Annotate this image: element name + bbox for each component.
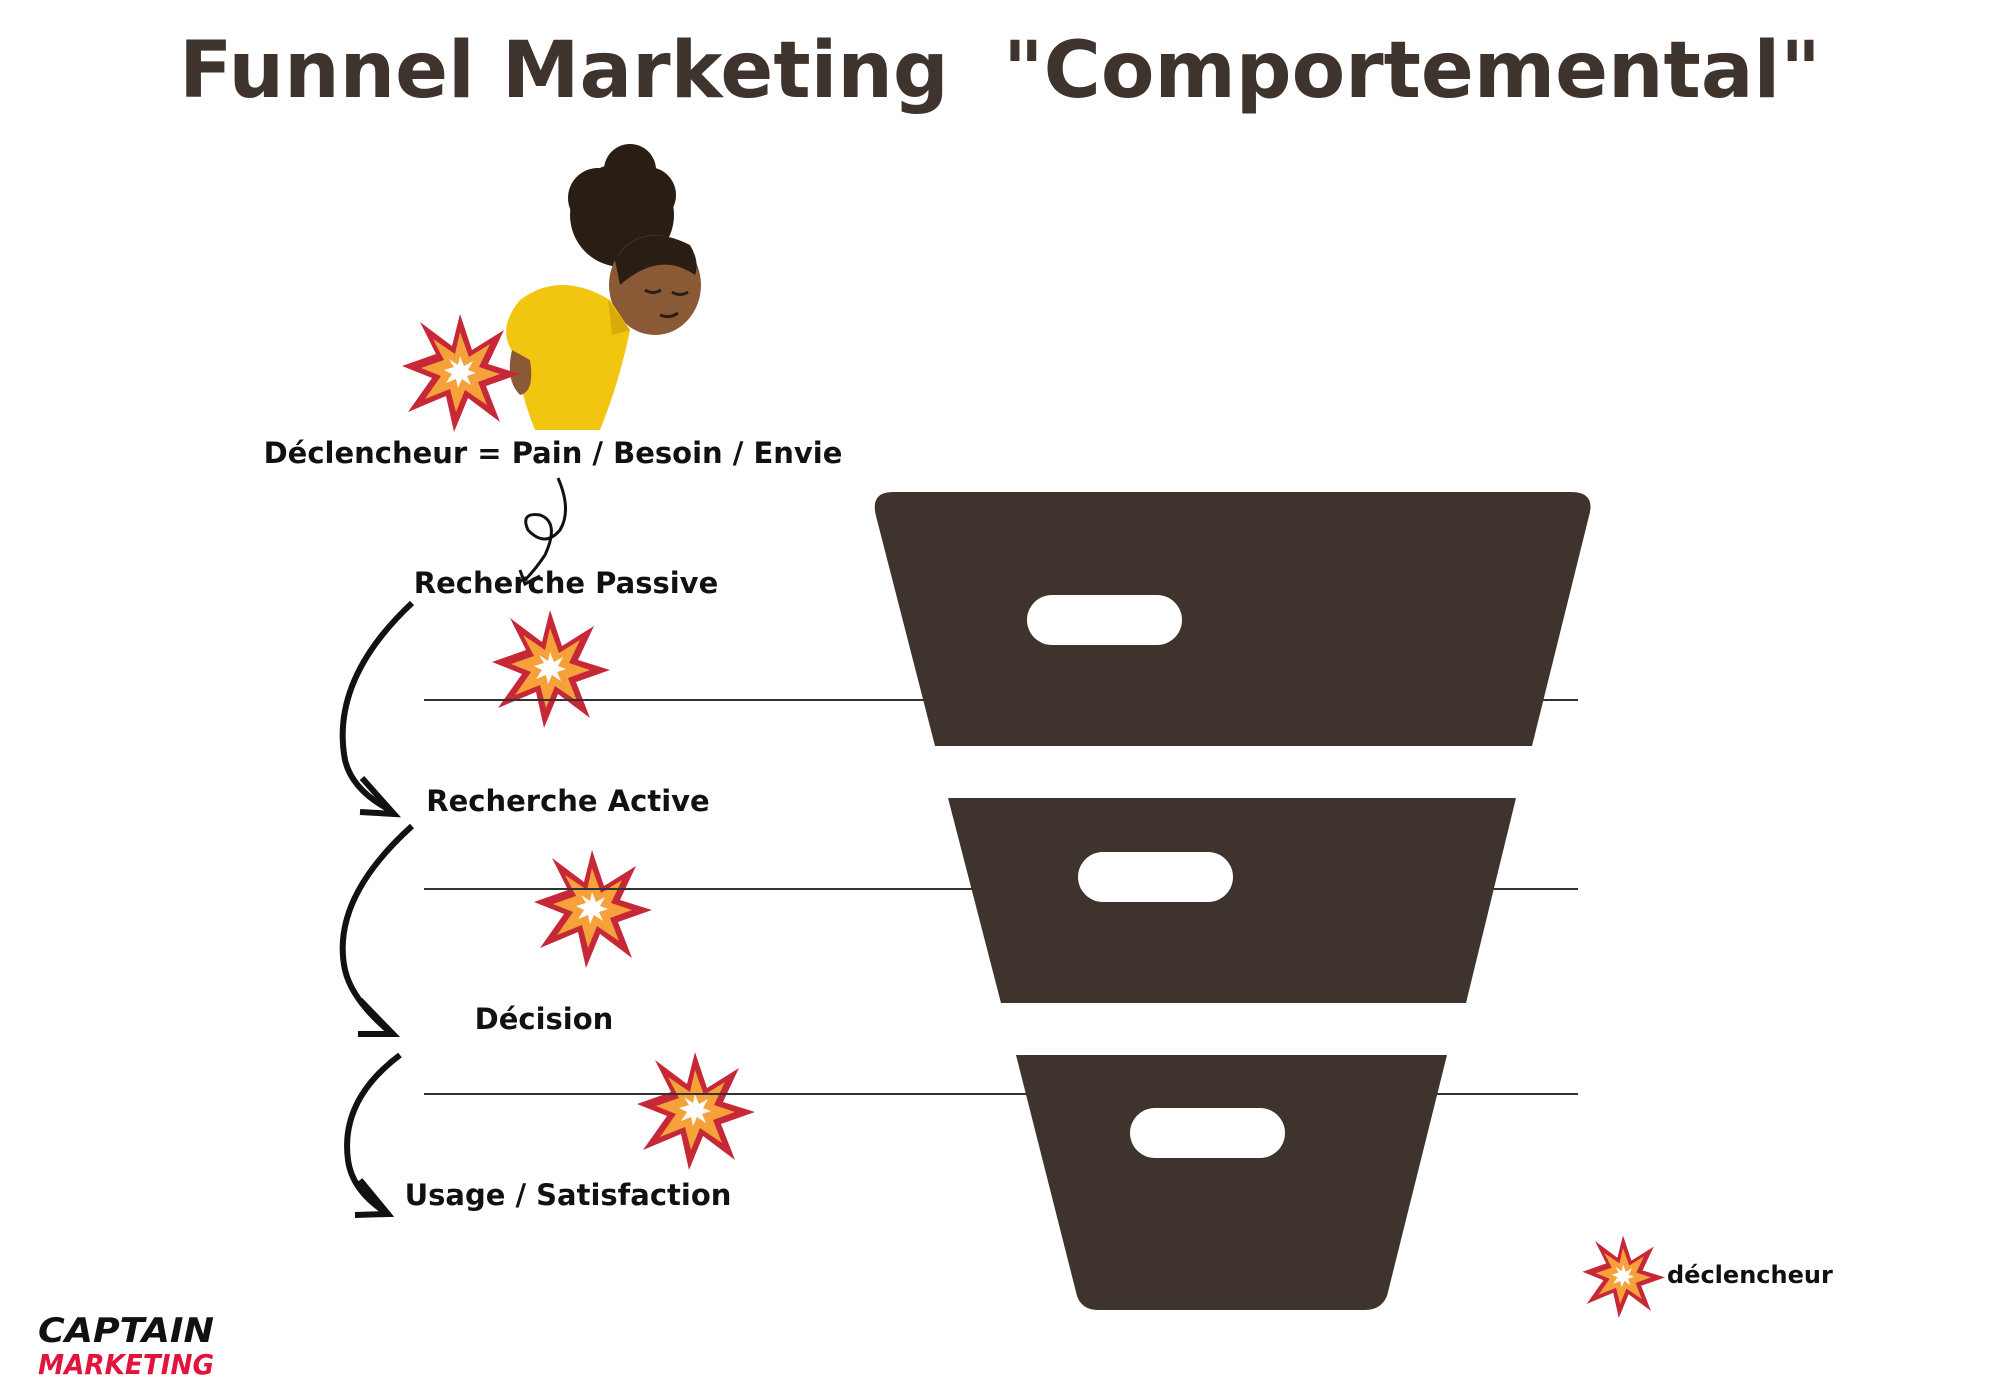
funnel-slot xyxy=(1078,852,1233,902)
funnel-segment-bottom xyxy=(1016,1055,1447,1310)
captain-marketing-logo: CAPTAIN MARKETING xyxy=(38,1311,214,1381)
curly-arrow xyxy=(518,477,567,587)
stage-label-usage: Usage / Satisfaction xyxy=(404,1178,732,1212)
page-title: Funnel Marketing "Comportemental" xyxy=(179,26,1821,116)
funnel-segment-middle xyxy=(948,798,1516,1003)
stage-label-decision: Décision xyxy=(474,1002,614,1036)
funnel-segment-top xyxy=(874,492,1591,746)
funnel-slot xyxy=(1130,1108,1285,1158)
stage-label-passive: Recherche Passive xyxy=(413,566,719,600)
curved-arrow xyxy=(339,823,415,1037)
svg-text:MARKETING: MARKETING xyxy=(38,1348,214,1381)
trigger-label: Déclencheur = Pain / Besoin / Envie xyxy=(263,436,843,470)
svg-text:CAPTAIN: CAPTAIN xyxy=(38,1311,214,1351)
curved-arrow xyxy=(339,600,415,818)
curved-arrow xyxy=(344,1052,402,1218)
funnel-slot xyxy=(1027,595,1182,645)
legend-label: déclencheur xyxy=(1667,1261,1833,1289)
stage-label-active: Recherche Active xyxy=(426,784,710,818)
